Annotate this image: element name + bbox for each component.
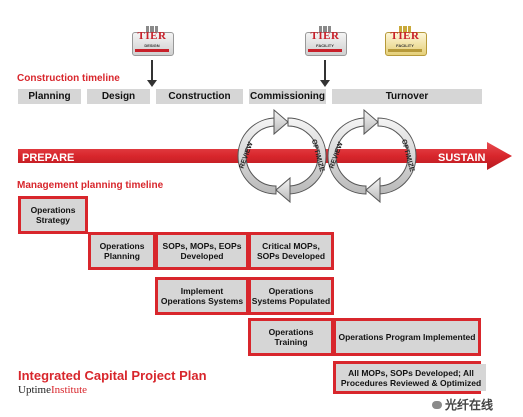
cycle-left-arrow — [327, 117, 367, 195]
tier-label: TIER — [390, 30, 420, 42]
box-label: Operations Planning — [91, 235, 153, 267]
box-program-implemented: Operations Program Implemented — [333, 318, 481, 356]
tier-badge-facility-gold: TIER FACILITY — [383, 26, 427, 58]
box-label: Critical MOPs, SOPs Developed — [251, 235, 331, 267]
cycle-right-arrow — [287, 117, 327, 195]
cycle-right-arrow — [377, 117, 417, 195]
main-arrow — [18, 142, 512, 170]
box-critical-mops: Critical MOPs, SOPs Developed — [248, 232, 334, 270]
box-sops-mops-eops: SOPs, MOPs, EOPs Developed — [155, 232, 249, 270]
tier-subtitle: FACILITY — [396, 43, 414, 48]
construction-timeline-label: Construction timeline — [17, 73, 120, 84]
cycle-left-arrow — [237, 117, 277, 195]
arrow-start-label: PREPARE — [22, 152, 74, 164]
cycle-left-arrowhead — [273, 108, 289, 136]
cycle-right-arrowhead — [275, 176, 291, 204]
phase-construction: Construction — [156, 89, 243, 104]
tier-subtitle: DESIGN — [144, 43, 160, 48]
box-systems-populated: Operations Systems Populated — [248, 277, 334, 315]
badge-arrow-head — [147, 80, 157, 87]
tier-badge-facility: TIER FACILITY — [303, 26, 347, 58]
badge-arrow-stem — [151, 60, 153, 80]
box-label: Operations Strategy — [21, 199, 85, 231]
badge-arrow-head — [320, 80, 330, 87]
box-implement-systems: Implement Operations Systems — [155, 277, 249, 315]
watermark: 光纤在线 — [432, 396, 493, 413]
logo-part-b: Institute — [51, 384, 88, 396]
box-operations-strategy: Operations Strategy — [18, 196, 88, 234]
box-label: SOPs, MOPs, EOPs Developed — [158, 235, 246, 267]
cycle-right-arrowhead — [365, 176, 381, 204]
tier-badge-design: TIER DESIGN — [130, 26, 174, 58]
tier-label: TIER — [310, 30, 340, 42]
tier-subtitle: FACILITY — [316, 43, 334, 48]
box-label: Operations Training — [251, 321, 331, 353]
cycle-left-arrowhead — [363, 108, 379, 136]
wechat-icon — [432, 400, 442, 409]
box-label: Operations Program Implemented — [336, 321, 478, 353]
timeline-arrow-graphic: PREPARE SUSTAIN REVIEW OPTIMIZE REVIEW O… — [18, 108, 512, 204]
review-optimize-cycle-2: REVIEW OPTIMIZE — [327, 108, 417, 204]
tier-bars-icon — [146, 26, 158, 36]
management-timeline-label: Management planning timeline — [17, 180, 164, 191]
box-operations-training: Operations Training — [248, 318, 334, 356]
phase-planning: Planning — [18, 89, 81, 104]
box-label: All MOPs, SOPs Developed; All Procedures… — [336, 364, 486, 391]
logo-part-a: Uptime — [18, 384, 51, 396]
box-all-procedures: All MOPs, SOPs Developed; All Procedures… — [333, 361, 486, 394]
box-label: Operations Systems Populated — [251, 280, 331, 312]
tier-bars-icon — [319, 26, 331, 36]
tier-bars-icon — [399, 26, 411, 36]
arrow-end-label: SUSTAIN — [438, 152, 486, 164]
page-title: Integrated Capital Project Plan — [18, 368, 207, 383]
uptime-logo: UptimeInstitute — [18, 384, 87, 396]
phase-turnover: Turnover — [332, 89, 482, 104]
badge-arrow-stem — [324, 60, 326, 80]
watermark-text: 光纤在线 — [445, 398, 494, 412]
box-label: Implement Operations Systems — [158, 280, 246, 312]
phase-design: Design — [87, 89, 150, 104]
phase-commissioning: Commissioning — [249, 89, 326, 104]
box-operations-planning: Operations Planning — [88, 232, 156, 270]
tier-label: TIER — [137, 30, 167, 42]
